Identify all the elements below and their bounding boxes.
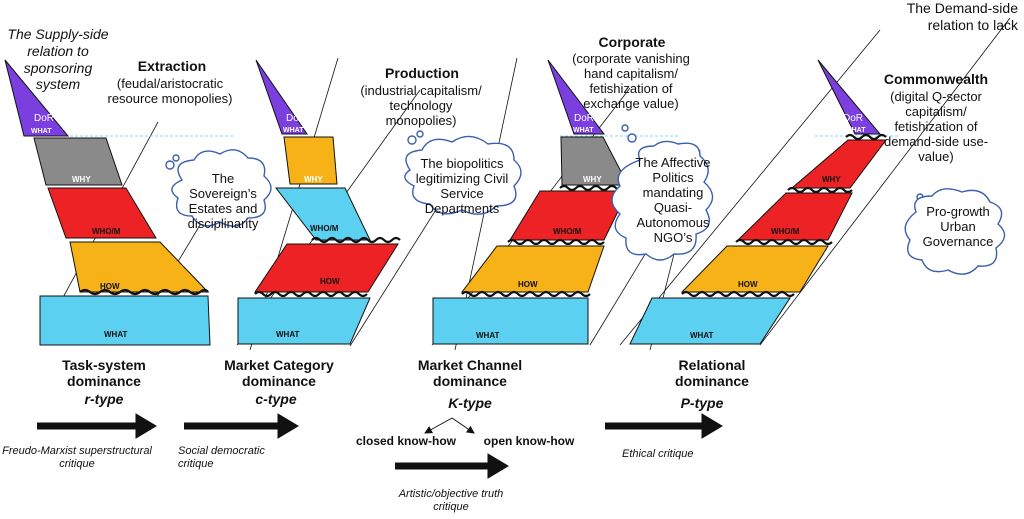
- type-extraction: r-type: [84, 391, 124, 407]
- demand-side-caption: The Demand-side relation to lack: [906, 0, 1018, 33]
- layer-how: [680, 245, 829, 293]
- type-production: c-type: [255, 391, 297, 407]
- dor-label: DoR: [574, 113, 594, 124]
- supply-side-caption: The Supply-side relation to sponsoring s…: [7, 26, 109, 93]
- dor-label: DoR: [34, 113, 54, 124]
- layer-how-label: HOW: [518, 280, 538, 289]
- guide-line: [759, 17, 1011, 346]
- cloud-production: [404, 130, 522, 215]
- cloud-corporate: [611, 124, 714, 261]
- type-commonwealth: P-type: [680, 395, 724, 411]
- layer-why: [33, 137, 123, 186]
- critique-extraction: Freudo-Marxist superstructural critique: [2, 445, 152, 470]
- cloud-extraction: [165, 149, 272, 227]
- wavy-divider: [559, 184, 625, 192]
- layer-whom-label: WHO/M: [92, 227, 121, 236]
- stage-subtitle-commonwealth: (digital Q-sector capitalism/ fetishizat…: [883, 89, 989, 164]
- stack-corporate: DoR WHAT WHY WHO/M HOW WHAT: [431, 57, 691, 351]
- layer-why: [790, 139, 887, 189]
- layer-how-label: HOW: [320, 277, 340, 286]
- cloud-text-corporate: The Affective Politics mandating Quasi-A…: [635, 155, 711, 245]
- arrow-corporate: [395, 453, 509, 479]
- dominance-production: Market Category dominance: [224, 357, 334, 390]
- layer-what: [237, 297, 371, 345]
- critique-production: Social democratic critique: [178, 445, 265, 470]
- stage-subtitle-corporate: (corporate vanishing hand capitalism/ fe…: [572, 51, 690, 111]
- branch-closed-know-how: closed know-how: [355, 434, 456, 448]
- layer-how-label: HOW: [738, 280, 758, 289]
- wavy-divider: [507, 238, 605, 246]
- stage-title-production: Production: [385, 65, 459, 81]
- dor-what-label: WHAT: [31, 128, 52, 135]
- dor-triangle: [4, 59, 70, 137]
- wavy-divider: [311, 236, 401, 244]
- wavy-divider: [845, 133, 887, 141]
- cloud-commonwealth: [904, 188, 1006, 275]
- stack-extraction: DoR WHAT WHY WHO/M HOW WHAT: [4, 59, 235, 346]
- wavy-divider: [735, 238, 833, 246]
- cloud-text-commonwealth: Pro-growth Urban Governance: [922, 204, 994, 249]
- layer-what: [629, 297, 791, 345]
- branch-arrows: [424, 417, 475, 434]
- dor-triangle: [817, 59, 882, 135]
- critique-corporate: Artistic/objective truth critique: [398, 488, 504, 513]
- layer-how: [460, 245, 605, 293]
- layer-why-label: WHY: [822, 175, 841, 184]
- arrow-production: [184, 413, 299, 439]
- layer-how: [69, 241, 210, 293]
- arrow-commonwealth: [605, 413, 723, 439]
- layer-what-label: WHAT: [104, 330, 128, 339]
- layer-what: [39, 295, 211, 346]
- wavy-divider: [681, 290, 795, 298]
- layer-whom-label: WHO/M: [310, 224, 339, 233]
- stage-title-commonwealth: Commonwealth: [883, 71, 989, 87]
- dominance-commonwealth: Relational dominance: [675, 357, 749, 390]
- layer-whom: [736, 192, 853, 241]
- stage-subtitle-extraction: (feudal/aristocratic resource monopolies…: [107, 76, 233, 106]
- stage-title-extraction: Extraction: [137, 58, 207, 74]
- cloud-text-extraction: The Sovereign’s Estates and disciplinari…: [187, 171, 259, 231]
- type-corporate: K-type: [448, 395, 492, 411]
- arrows: [37, 413, 723, 479]
- wavy-divider: [254, 290, 368, 298]
- layer-what-label: WHAT: [476, 331, 500, 340]
- stack-production: DoR WHAT WHY WHO/M HOW WHAT: [236, 57, 481, 351]
- dor-triangle: [255, 59, 308, 135]
- stage-subtitle-production: (industrial capitalism/ technology monop…: [360, 83, 482, 128]
- critique-commonwealth: Ethical critique: [622, 448, 694, 460]
- dor-what-label: WHAT: [283, 127, 304, 134]
- layer-whom: [274, 187, 371, 241]
- layer-how-label: HOW: [100, 282, 120, 291]
- arrow-extraction: [37, 413, 157, 439]
- wavy-divider: [79, 288, 209, 296]
- wavy-divider: [461, 290, 591, 298]
- stage-title-corporate: Corporate: [598, 34, 666, 50]
- dor-label: DoR: [843, 113, 863, 124]
- layer-whom: [47, 187, 157, 239]
- branch-open-know-how: open know-how: [483, 434, 575, 448]
- dominance-corporate: Market Channel dominance: [417, 357, 523, 390]
- layer-why-label: WHY: [583, 175, 602, 184]
- layer-what-label: WHAT: [690, 331, 714, 340]
- layer-whom-label: WHO/M: [771, 227, 800, 236]
- layer-why-label: WHY: [72, 175, 91, 184]
- cloud-text-production: The biopolitics legitimizing Civil Servi…: [415, 156, 509, 216]
- layer-whom: [509, 190, 629, 241]
- layer-what: [432, 297, 589, 345]
- dor-triangle: [547, 59, 606, 135]
- stack-commonwealth: DoR WHAT WHY WHO/M HOW WHAT: [619, 17, 1011, 351]
- dominance-extraction: Task-system dominance: [62, 357, 146, 390]
- layer-how: [254, 243, 399, 293]
- layer-whom-label: WHO/M: [553, 227, 582, 236]
- dor-what-label: WHAT: [573, 127, 594, 134]
- dor-what-label: WHAT: [845, 127, 866, 134]
- layer-why: [283, 136, 338, 185]
- dor-label: DoR: [286, 113, 306, 124]
- wavy-divider: [787, 186, 853, 194]
- layer-why-label: WHY: [304, 175, 323, 184]
- layer-what-label: WHAT: [276, 330, 300, 339]
